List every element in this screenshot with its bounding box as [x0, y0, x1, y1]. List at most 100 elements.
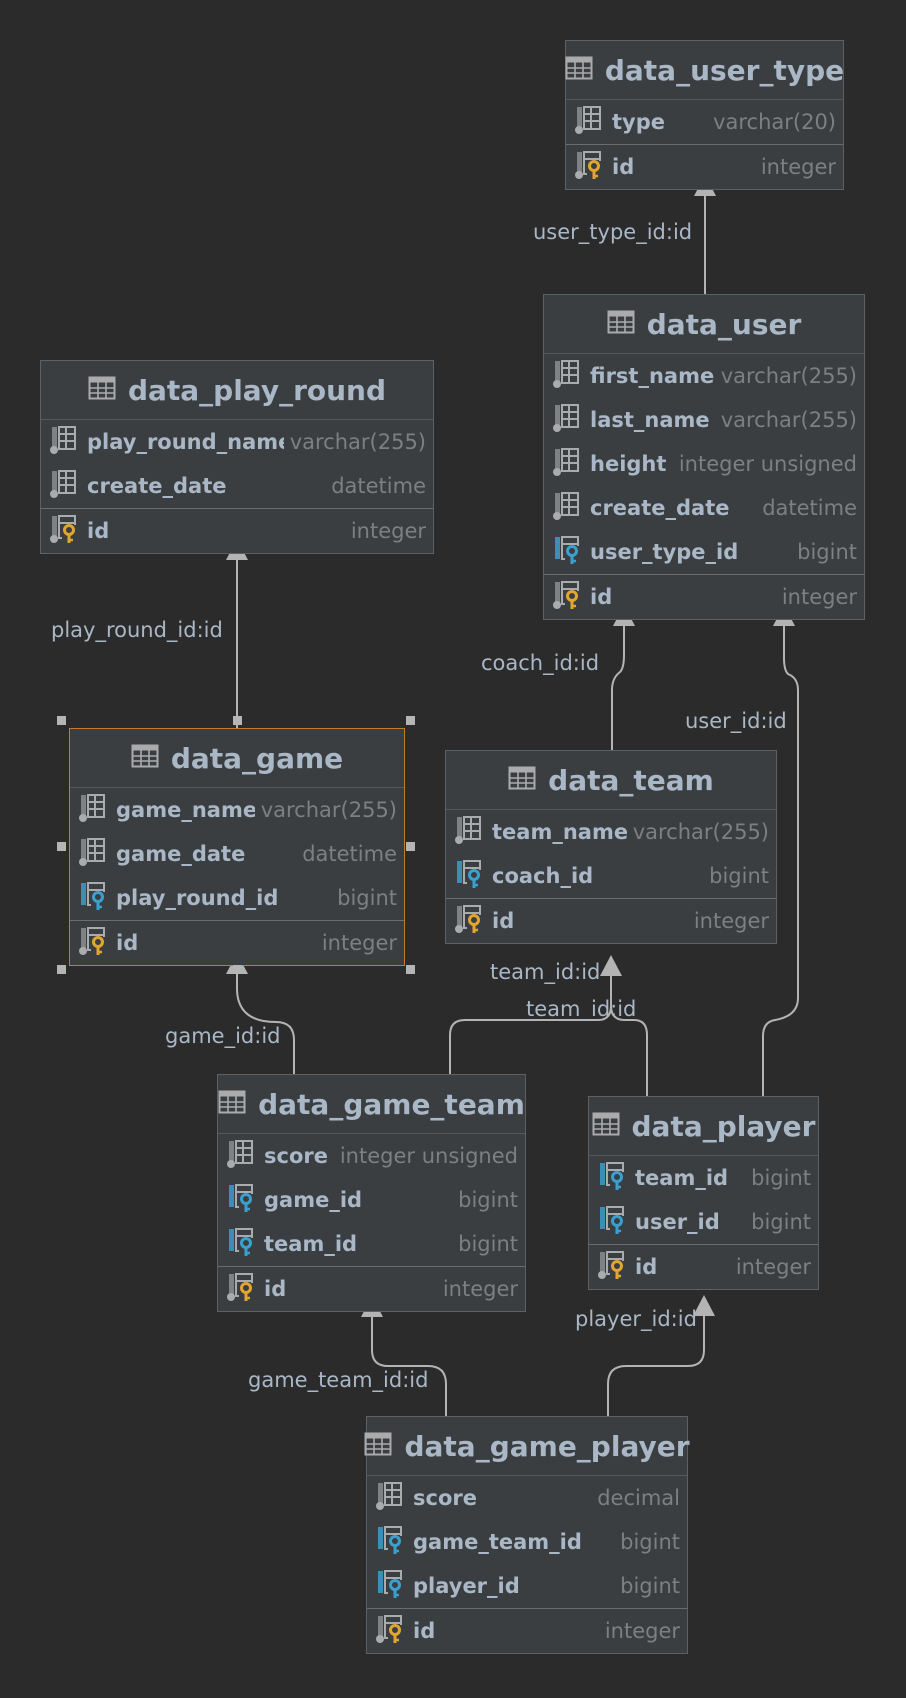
column-row[interactable]: user_type_id bigint — [544, 530, 864, 574]
column-name: game_date — [116, 842, 246, 866]
column-row[interactable]: score decimal — [367, 1476, 687, 1520]
table-data-team[interactable]: data_team team_name varchar(255) coach_i… — [445, 750, 777, 944]
table-data-user[interactable]: data_user first_name varchar(255) last_n… — [543, 294, 865, 620]
primary-key-icon — [226, 1272, 256, 1306]
selection-handle[interactable] — [233, 964, 242, 974]
primary-key-row[interactable]: id integer — [41, 509, 433, 553]
table-header[interactable]: data_game_player — [364, 1417, 690, 1476]
primary-key-row[interactable]: id integer — [589, 1245, 818, 1289]
column-name: coach_id — [492, 864, 594, 888]
column-row[interactable]: player_id bigint — [367, 1564, 687, 1608]
column-name: score — [413, 1486, 477, 1510]
primary-key-row[interactable]: id integer — [446, 899, 776, 943]
column-row[interactable]: team_name varchar(255) — [446, 810, 776, 854]
column-name: id — [635, 1255, 658, 1279]
primary-key-row[interactable]: id integer — [367, 1609, 687, 1653]
column-name: user_id — [635, 1210, 720, 1234]
column-row[interactable]: score integer unsigned — [218, 1134, 525, 1178]
table-data-game-team[interactable]: data_game_team score integer unsigned ga… — [217, 1074, 526, 1312]
column-row[interactable]: play_round_name varchar(255) — [41, 420, 433, 464]
relation-line[interactable] — [611, 626, 625, 750]
table-header[interactable]: data_game — [70, 729, 404, 788]
table-header[interactable]: data_user_type — [565, 41, 845, 100]
column-type: integer unsigned — [678, 452, 857, 476]
primary-key-row[interactable]: id integer — [218, 1267, 525, 1311]
column-row[interactable]: game_name varchar(255) — [70, 788, 404, 832]
table-title: data_game_player — [404, 1429, 690, 1463]
column-name: team_id — [264, 1232, 358, 1256]
relation-line[interactable] — [371, 1317, 447, 1416]
column-row[interactable]: coach_id bigint — [446, 854, 776, 898]
column-type: integer — [735, 1255, 811, 1279]
table-title: data_user_type — [604, 53, 845, 87]
table-data-user-type[interactable]: data_user_type type varchar(20) id integ… — [565, 40, 844, 190]
column-type: varchar(255) — [260, 798, 397, 822]
relation-game-team[interactable] — [361, 1296, 447, 1416]
column-row[interactable]: play_round_id bigint — [70, 876, 404, 920]
pk-separator — [446, 898, 776, 899]
relation-coach[interactable] — [611, 605, 635, 750]
selection-handle[interactable] — [406, 841, 415, 851]
relation-play-round[interactable] — [226, 539, 248, 728]
primary-key-row[interactable]: id integer — [70, 921, 404, 965]
column-icon — [552, 403, 582, 437]
selection-handle[interactable] — [57, 964, 66, 974]
column-row[interactable]: last_name varchar(255) — [544, 398, 864, 442]
column-type: integer — [760, 155, 836, 179]
column-row[interactable]: game_team_id bigint — [367, 1520, 687, 1564]
table-header[interactable]: data_game_team — [218, 1075, 525, 1134]
relation-line[interactable] — [449, 976, 612, 1074]
relation-line[interactable] — [607, 1316, 705, 1416]
column-row[interactable]: first_name varchar(255) — [544, 354, 864, 398]
foreign-key-icon — [226, 1227, 256, 1261]
primary-key-row[interactable]: id integer — [566, 145, 843, 189]
selection-handle[interactable] — [406, 964, 415, 974]
column-type: integer unsigned — [339, 1144, 518, 1168]
column-row[interactable]: team_id bigint — [589, 1156, 818, 1200]
column-row[interactable]: game_date datetime — [70, 832, 404, 876]
column-name: create_date — [590, 496, 730, 520]
primary-key-icon — [454, 904, 484, 938]
column-type: bigint — [620, 1530, 680, 1554]
column-row[interactable]: game_id bigint — [218, 1178, 525, 1222]
column-name: create_date — [87, 474, 227, 498]
column-type: datetime — [302, 842, 397, 866]
selection-handle[interactable] — [57, 716, 66, 725]
column-row[interactable]: create_date datetime — [544, 486, 864, 530]
column-row[interactable]: create_date datetime — [41, 464, 433, 508]
table-header[interactable]: data_play_round — [41, 361, 433, 420]
table-icon — [607, 310, 635, 338]
table-header[interactable]: data_team — [446, 751, 776, 810]
column-name: id — [590, 585, 613, 609]
selection-handle[interactable] — [57, 841, 66, 851]
column-type: bigint — [458, 1232, 518, 1256]
relation-line[interactable] — [236, 974, 295, 1074]
table-data-player[interactable]: data_player team_id bigint user_id bigin… — [588, 1096, 819, 1290]
table-header[interactable]: data_user — [544, 295, 864, 354]
relation-player[interactable] — [607, 1295, 715, 1416]
table-title: data_team — [548, 763, 714, 797]
table-data-game[interactable]: data_game game_name varchar(255) game_da… — [69, 728, 405, 966]
relation-user-type[interactable] — [694, 175, 716, 294]
table-icon — [508, 766, 536, 794]
relation-team-gt[interactable] — [449, 955, 622, 1074]
relation-team-p[interactable] — [610, 1005, 648, 1096]
primary-key-row[interactable]: id integer — [544, 575, 864, 619]
table-data-play-round[interactable]: data_play_round play_round_name varchar(… — [40, 360, 434, 554]
column-row[interactable]: team_id bigint — [218, 1222, 525, 1266]
primary-key-icon — [552, 580, 582, 614]
table-header[interactable]: data_player — [589, 1097, 818, 1156]
table-data-game-player[interactable]: data_game_player score decimal game_team… — [364, 1416, 690, 1654]
selection-handle[interactable] — [406, 716, 415, 725]
relation-label: coach_id:id — [481, 651, 600, 675]
relation-line[interactable] — [762, 626, 799, 1096]
column-row[interactable]: type varchar(20) — [566, 100, 843, 144]
arrow-head — [693, 1295, 715, 1316]
column-row[interactable]: user_id bigint — [589, 1200, 818, 1244]
selection-handle[interactable] — [233, 716, 242, 725]
column-name: first_name — [590, 364, 715, 388]
column-type: bigint — [337, 886, 397, 910]
relation-line[interactable] — [610, 1005, 648, 1096]
column-name: last_name — [590, 408, 710, 432]
column-row[interactable]: height integer unsigned — [544, 442, 864, 486]
